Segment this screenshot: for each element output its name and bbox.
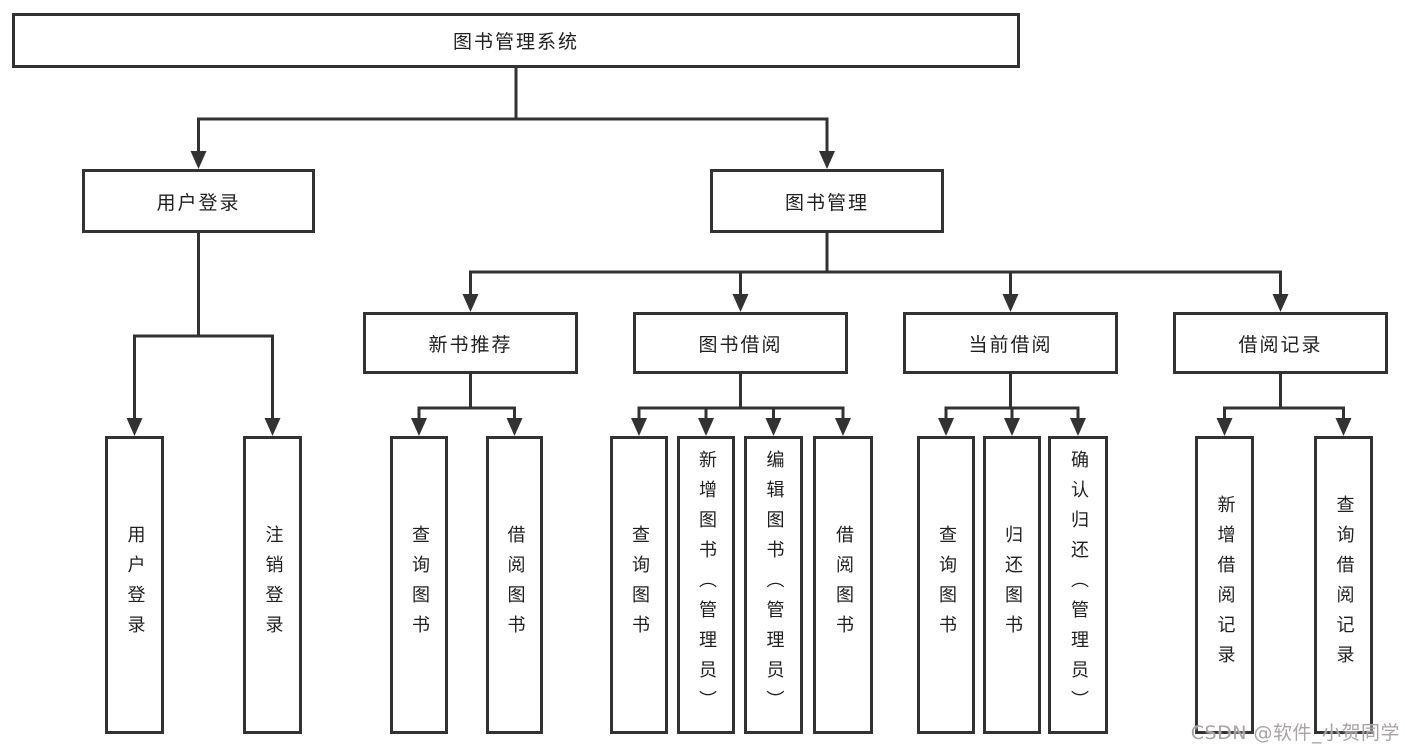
node-root-label: 图书管理系统	[452, 31, 579, 53]
arrowhead-down-icon	[411, 418, 427, 436]
arrowhead-down-icon	[462, 294, 479, 312]
arrowhead-down-icon	[765, 418, 782, 436]
leaf-edit-books-admin-label: 编辑图书（管理员）	[763, 450, 785, 720]
leaf-add-books-admin-label: 新增图书（管理员）	[696, 450, 717, 720]
leaf-borrow-books-recommend-label: 借阅图书	[504, 525, 526, 645]
arrowhead-down-icon	[732, 294, 749, 312]
arrowhead-down-icon	[1272, 294, 1289, 312]
node-current-borrowing-label: 当前借阅	[968, 333, 1053, 356]
leaf-borrow-books: 借阅图书	[813, 436, 873, 734]
watermark: CSDN @软件_小贺同学	[1190, 722, 1400, 744]
leaf-user-login-label: 用户登录	[124, 525, 146, 645]
leaf-user-login: 用户登录	[105, 436, 164, 734]
arrowhead-down-icon	[126, 418, 143, 436]
leaf-query-books-current: 查询图书	[917, 436, 975, 734]
node-new-book-recommend: 新书推荐	[363, 312, 578, 374]
arrowhead-down-icon	[1335, 418, 1352, 436]
leaf-query-books-recommend: 查询图书	[390, 436, 448, 734]
leaf-borrow-books-label: 借阅图书	[833, 525, 854, 645]
leaf-confirm-return-admin: 确认归还（管理员）	[1048, 436, 1108, 734]
arrowhead-down-icon	[190, 151, 207, 169]
leaf-borrow-books-recommend: 借阅图书	[486, 436, 543, 734]
leaf-query-books-recommend-label: 查询图书	[409, 525, 430, 645]
leaf-query-books-borrowing-label: 查询图书	[629, 525, 650, 645]
node-current-borrowing: 当前借阅	[903, 312, 1118, 374]
arrowhead-down-icon	[819, 151, 835, 169]
node-book-management: 图书管理	[710, 169, 944, 233]
arrowhead-down-icon	[698, 418, 714, 436]
node-borrow-records: 借阅记录	[1173, 312, 1388, 374]
leaf-logout: 注销登录	[243, 436, 302, 734]
node-user-login-label: 用户登录	[156, 191, 241, 214]
leaf-return-books-label: 归还图书	[1002, 525, 1023, 645]
node-book-borrowing: 图书借阅	[633, 312, 848, 374]
leaf-confirm-return-admin-label: 确认归还（管理员）	[1068, 450, 1089, 720]
leaf-add-borrow-record: 新增借阅记录	[1195, 436, 1254, 734]
leaf-add-books-admin: 新增图书（管理员）	[677, 436, 735, 734]
arrowhead-down-icon	[631, 418, 647, 436]
node-book-management-label: 图书管理	[784, 191, 869, 214]
leaf-query-books-current-label: 查询图书	[936, 525, 957, 645]
arrowhead-down-icon	[1004, 418, 1020, 436]
leaf-add-borrow-record-label: 新增借阅记录	[1214, 495, 1236, 675]
leaf-query-borrow-record-label: 查询借阅记录	[1333, 495, 1355, 675]
node-root: 图书管理系统	[12, 13, 1020, 68]
arrowhead-down-icon	[1070, 418, 1086, 436]
arrowhead-down-icon	[1216, 418, 1233, 436]
node-borrow-records-label: 借阅记录	[1238, 333, 1323, 356]
arrowhead-down-icon	[264, 418, 281, 436]
node-new-book-recommend-label: 新书推荐	[428, 333, 513, 356]
node-book-borrowing-label: 图书借阅	[698, 333, 783, 356]
leaf-edit-books-admin: 编辑图书（管理员）	[744, 436, 803, 734]
arrowhead-down-icon	[938, 418, 954, 436]
leaf-query-books-borrowing: 查询图书	[610, 436, 668, 734]
arrowhead-down-icon	[1002, 294, 1019, 312]
arrowhead-down-icon	[506, 418, 523, 436]
leaf-query-borrow-record: 查询借阅记录	[1314, 436, 1373, 734]
node-user-login: 用户登录	[82, 169, 315, 233]
arrowhead-down-icon	[835, 418, 851, 436]
leaf-return-books: 归还图书	[983, 436, 1041, 734]
leaf-logout-label: 注销登录	[262, 525, 284, 645]
